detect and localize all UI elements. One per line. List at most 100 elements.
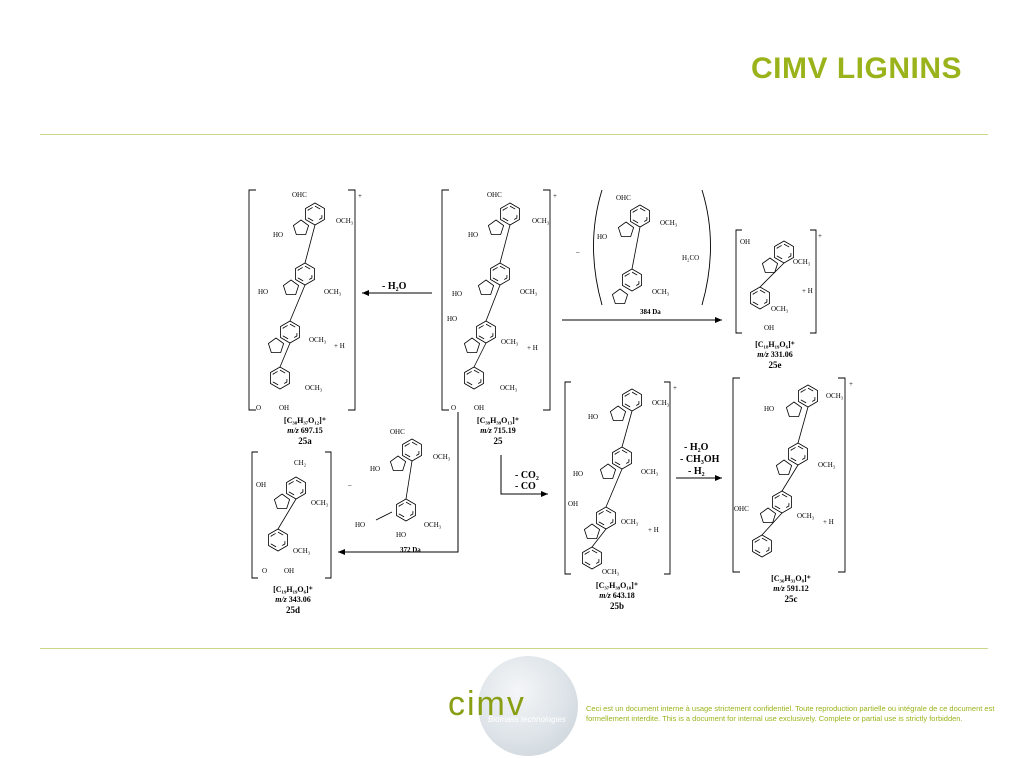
compound-25d-id: 25d bbox=[285, 605, 300, 615]
arrow-label-loss-water: - H₂O bbox=[382, 281, 407, 292]
mz-prefix: m/z bbox=[757, 350, 769, 359]
bottom-divider bbox=[40, 648, 988, 649]
compound-25b-id: 25b bbox=[609, 601, 624, 611]
atom-label: OH bbox=[568, 500, 579, 508]
atom-label: O bbox=[262, 567, 268, 575]
aromatic-bond-marks bbox=[584, 549, 600, 567]
minus-sign-384: – bbox=[576, 248, 580, 256]
mz-prefix: m/z bbox=[275, 595, 287, 604]
atom-label: OCH₃ bbox=[500, 384, 518, 392]
bracket-25d-right bbox=[325, 451, 332, 579]
arrow-25-to-25d bbox=[338, 412, 459, 555]
compound-25b-formula: [C₃₇H₃₉O₁₀]⁺ bbox=[595, 581, 639, 590]
compound-25e-id: 25e bbox=[768, 360, 782, 370]
compound-25e-mz: 331.06 bbox=[770, 350, 793, 359]
benzene-ring bbox=[396, 498, 416, 522]
atom-label: HO bbox=[258, 288, 269, 296]
compound-25-formula: [C₃₉H₃₉O₁₃]⁺ bbox=[476, 416, 520, 425]
compound-25a-mz: 697.15 bbox=[300, 426, 323, 435]
atom-label: CH₂ bbox=[294, 459, 307, 467]
atom-label: OCH₃ bbox=[652, 288, 670, 296]
furan-ring bbox=[611, 288, 629, 304]
compound-25d-formula: [C₁₉H₁₉O₆]⁺ bbox=[273, 585, 313, 594]
atom-label: OCH₃ bbox=[532, 217, 550, 225]
furan-ring bbox=[609, 405, 627, 421]
bracket-25c-right bbox=[838, 377, 846, 573]
atom-label: OCH₃ bbox=[652, 399, 670, 407]
bracket-25b-left bbox=[564, 381, 571, 575]
chemical-bond bbox=[473, 342, 487, 368]
chemical-bond bbox=[279, 342, 291, 368]
compound-25e-formula: [C₁₈H₁₉O₆]⁺ bbox=[755, 340, 795, 349]
arrow-label-loss-co: - CO bbox=[515, 481, 536, 492]
atom-label: OHC bbox=[390, 428, 405, 436]
compound-25a-id: 25a bbox=[298, 436, 312, 446]
charge-plus-25c: + bbox=[849, 380, 853, 388]
plus-h-25a: + H bbox=[334, 342, 345, 350]
atom-label: OCH₃ bbox=[309, 336, 327, 344]
atom-label: OHC bbox=[292, 191, 307, 199]
aromatic-bond-marks bbox=[752, 289, 768, 307]
furan-ring bbox=[292, 219, 310, 235]
chemical-bond bbox=[499, 224, 511, 264]
atom-label: OCH₃ bbox=[324, 288, 342, 296]
page-title: CIMV LIGNINS bbox=[750, 52, 962, 85]
compound-25b-mz: 643.18 bbox=[612, 591, 635, 600]
atom-label: O bbox=[256, 404, 262, 412]
aromatic-bond-marks bbox=[502, 205, 518, 223]
fragment-384-label: 384 Da bbox=[640, 308, 661, 316]
furan-ring bbox=[617, 221, 635, 237]
aromatic-bond-marks bbox=[272, 369, 288, 387]
aromatic-bond-marks bbox=[466, 369, 482, 387]
company-logo: cimv bbox=[448, 685, 526, 723]
plus-h-25e: + H bbox=[802, 287, 813, 295]
charge-plus-25a: + bbox=[358, 192, 362, 200]
atom-label: OCH₃ bbox=[433, 453, 451, 461]
atom-label: OCH₃ bbox=[818, 461, 836, 469]
globe-logo-graphic bbox=[478, 656, 578, 756]
atom-label: OHC bbox=[616, 194, 631, 202]
atom-label: HO bbox=[588, 413, 599, 421]
mz-prefix: m/z bbox=[773, 584, 785, 593]
paren-384-left bbox=[593, 189, 603, 306]
furan-ring bbox=[463, 337, 481, 353]
atom-label: HO bbox=[396, 531, 407, 539]
atom-label: OHC bbox=[734, 505, 749, 513]
atom-label: OCH₃ bbox=[793, 258, 811, 266]
aromatic-bond-marks bbox=[478, 323, 494, 341]
aromatic-bond-marks bbox=[632, 207, 648, 225]
atom-label: OH bbox=[474, 404, 485, 412]
benzene-ring bbox=[750, 286, 770, 310]
confidentiality-disclaimer: Ceci est un document interne à usage str… bbox=[586, 704, 995, 723]
furan-ring bbox=[599, 463, 617, 479]
atom-label: OH bbox=[764, 324, 775, 332]
benzene-ring bbox=[270, 366, 290, 390]
furan-ring bbox=[759, 507, 777, 523]
aromatic-bond-marks bbox=[774, 493, 790, 511]
atom-label: HO bbox=[597, 233, 608, 241]
aromatic-bond-marks bbox=[307, 205, 323, 223]
minus-sign-372: – bbox=[348, 481, 352, 489]
aromatic-bond-marks bbox=[297, 265, 313, 283]
company-tagline: Biomass technologies bbox=[488, 715, 566, 724]
arrow-label-loss-h2o-b: - H₂O bbox=[684, 442, 709, 453]
h2co-label: H₂CO bbox=[682, 254, 700, 262]
chemical-bond bbox=[781, 464, 799, 492]
chemical-bond bbox=[797, 406, 809, 444]
atom-label: HO bbox=[573, 470, 584, 478]
benzene-ring bbox=[268, 528, 288, 552]
plus-h-25: + H bbox=[527, 344, 538, 352]
chemical-bond bbox=[631, 226, 641, 270]
furan-ring bbox=[267, 337, 285, 353]
aromatic-bond-marks bbox=[492, 265, 508, 283]
chemical-bond bbox=[405, 460, 413, 500]
aromatic-bond-marks bbox=[598, 509, 614, 527]
bracket-25e-right bbox=[810, 229, 817, 334]
bracket-25b-right bbox=[664, 381, 671, 575]
atom-label: OHC bbox=[487, 191, 502, 199]
benzene-ring bbox=[582, 546, 602, 570]
bracket-group bbox=[248, 189, 846, 579]
furan-ring bbox=[273, 493, 291, 509]
bracket-25a-left bbox=[248, 189, 256, 411]
atom-label: HO bbox=[447, 315, 458, 323]
